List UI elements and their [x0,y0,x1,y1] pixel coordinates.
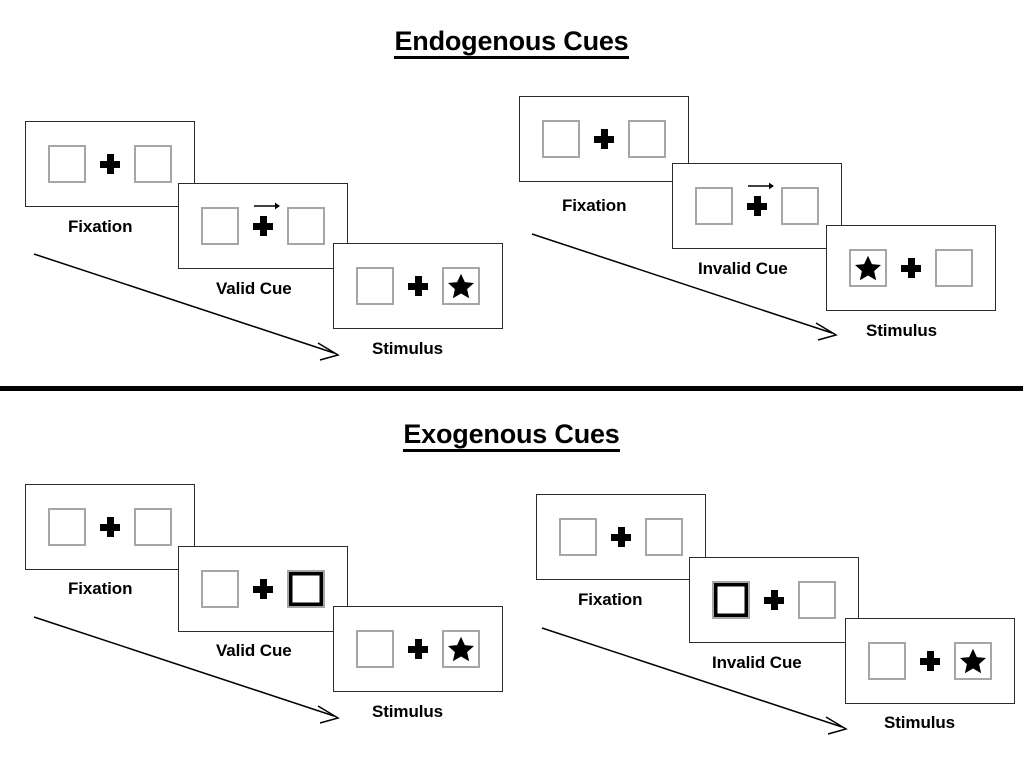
left-placeholder-square [201,207,239,245]
stage-label-exo-invalid-stimulus: Stimulus [884,713,955,732]
plus-icon [611,527,631,547]
panel-endo-valid-fixation [25,121,195,207]
fixation-cross-wrap [920,651,940,671]
star-icon [960,648,986,674]
fixation-cross-wrap [253,579,273,599]
stage-label-endo-invalid-stimulus: Stimulus [866,321,937,340]
stage-label-exo-valid-stimulus: Stimulus [372,702,443,721]
right-target-square [442,267,480,305]
fixation-cross-wrap [408,639,428,659]
plus-icon [901,258,921,278]
right-placeholder-square [628,120,666,158]
left-placeholder-square [48,508,86,546]
time-flow-arrow-icon [531,233,838,341]
plus-icon [253,216,273,236]
stage-label-exo-valid-fixation: Fixation [68,579,133,598]
panel-exo-valid-fixation [25,484,195,570]
fixation-cross-wrap [611,527,631,547]
fixation-cross-wrap [100,517,120,537]
left-placeholder-square [695,187,733,225]
panel-exo-invalid-fixation [536,494,706,580]
fixation-cross-wrap [253,202,280,236]
plus-icon [920,651,940,671]
panel-endo-invalid-fixation [519,96,689,182]
star-icon [855,255,881,281]
panel-endo-invalid-cue [672,163,842,249]
left-placeholder-square [356,267,394,305]
right-placeholder-square [798,581,836,619]
stage-label-exo-invalid-cue: Invalid Cue [712,653,802,672]
time-flow-arrow-icon [33,616,340,724]
time-flow-arrow-icon [33,253,340,361]
fixation-cross-wrap [408,276,428,296]
plus-icon [408,639,428,659]
right-cued-square [287,570,325,608]
star-icon [448,273,474,299]
right-placeholder-square [781,187,819,225]
plus-icon [594,129,614,149]
right-target-square [954,642,992,680]
section-title-endogenous: Endogenous Cues [0,26,1023,60]
section-divider [0,386,1023,391]
fixation-cross-wrap [747,182,774,216]
right-placeholder-square [134,145,172,183]
panel-endo-valid-cue [178,183,348,269]
plus-icon [100,517,120,537]
plus-icon [253,579,273,599]
stage-label-exo-valid-cue: Valid Cue [216,641,292,660]
left-placeholder-square [201,570,239,608]
left-placeholder-square [868,642,906,680]
right-placeholder-square [134,508,172,546]
plus-icon [408,276,428,296]
section-title-endogenous-text: Endogenous Cues [394,27,629,60]
left-target-square [849,249,887,287]
fixation-cross-wrap [764,590,784,610]
panel-exo-valid-stimulus [333,606,503,692]
left-cued-square [712,581,750,619]
stage-label-endo-valid-fixation: Fixation [68,217,133,236]
stage-label-endo-valid-cue: Valid Cue [216,279,292,298]
stage-label-exo-invalid-fixation: Fixation [578,590,643,609]
left-placeholder-square [48,145,86,183]
panel-endo-invalid-stimulus [826,225,996,311]
plus-icon [747,196,767,216]
right-placeholder-square [645,518,683,556]
right-placeholder-square [935,249,973,287]
panel-exo-valid-cue [178,546,348,632]
right-placeholder-square [287,207,325,245]
plus-icon [764,590,784,610]
arrow-right-icon [748,182,774,190]
time-flow-arrow-icon [541,627,848,735]
panel-endo-valid-stimulus [333,243,503,329]
left-placeholder-square [542,120,580,158]
left-placeholder-square [559,518,597,556]
panel-exo-invalid-cue [689,557,859,643]
panel-exo-invalid-stimulus [845,618,1015,704]
section-title-exogenous-text: Exogenous Cues [403,420,620,453]
plus-icon [100,154,120,174]
stage-label-endo-invalid-fixation: Fixation [562,196,627,215]
left-placeholder-square [356,630,394,668]
fixation-cross-wrap [901,258,921,278]
stage-label-endo-invalid-cue: Invalid Cue [698,259,788,278]
arrow-right-icon [254,202,280,210]
stage-label-endo-valid-stimulus: Stimulus [372,339,443,358]
fixation-cross-wrap [100,154,120,174]
right-target-square [442,630,480,668]
section-title-exogenous: Exogenous Cues [0,419,1023,453]
fixation-cross-wrap [594,129,614,149]
star-icon [448,636,474,662]
